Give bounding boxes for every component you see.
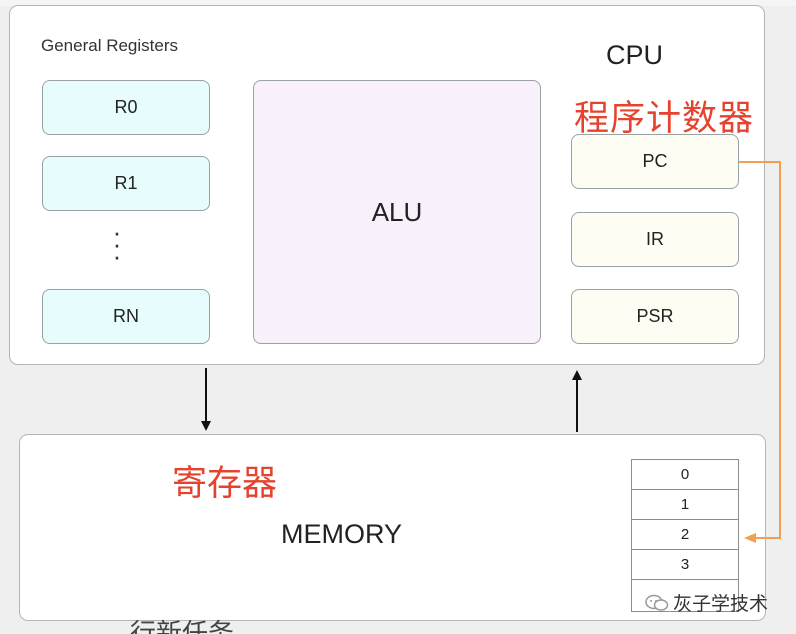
cpu-title: CPU (606, 40, 664, 70)
memory-cell-0: 0 (631, 459, 739, 490)
memory-title: MEMORY (281, 519, 403, 549)
register-psr: PSR (571, 289, 739, 344)
wechat-icon (645, 594, 669, 612)
register-r0: R0 (42, 80, 210, 135)
register-pc: PC (571, 134, 739, 189)
memory-cell-2: 2 (631, 519, 739, 550)
watermark-text: 灰子学技术 (673, 594, 769, 615)
general-registers-title: General Registers (41, 36, 179, 55)
memory-annotation: 寄存器 (172, 464, 278, 503)
pc-annotation: 程序计数器 (574, 99, 755, 138)
window-top-strip (0, 0, 796, 6)
alu-block: ALU (253, 80, 541, 344)
memory-cell-3: 3 (631, 549, 739, 580)
watermark: 灰子学技术 (645, 589, 768, 616)
register-rn: RN (42, 289, 210, 344)
register-r1: R1 (42, 156, 210, 211)
memory-cell-1: 1 (631, 489, 739, 520)
ellipsis-icon: ··· (112, 217, 122, 271)
register-ir: IR (571, 212, 739, 267)
bottom-cutoff-text: 行新任务 (130, 618, 235, 634)
